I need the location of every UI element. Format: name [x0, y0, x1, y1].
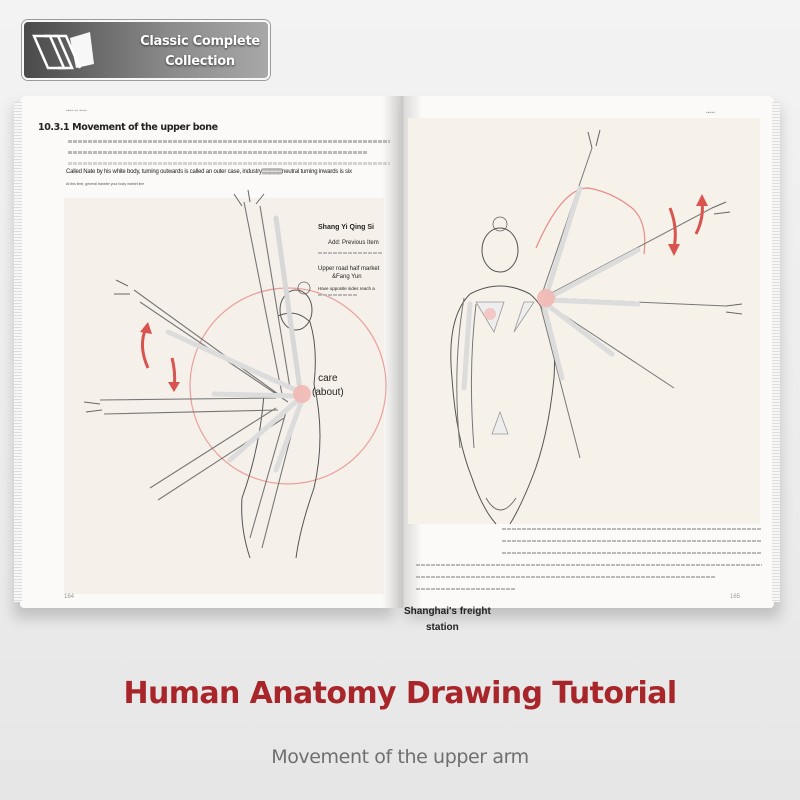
text-line-decor — [416, 588, 516, 590]
badge-line2: Collection — [165, 54, 235, 69]
freight-line1: Shanghai's freight — [404, 606, 491, 617]
collection-badge: Classic Complete Collection — [22, 20, 270, 80]
back-arm-motion-illustration — [450, 129, 743, 525]
books-icon — [32, 32, 94, 70]
overlay-text-line: Called Nate by his white body, turning o… — [66, 169, 352, 175]
section-title: 10.3.1 Movement of the upper bone — [38, 122, 218, 133]
care-line1: care — [318, 373, 338, 384]
care-line2: (about) — [312, 387, 344, 398]
text-line-decor — [68, 140, 390, 143]
main-title: Human Anatomy Drawing Tutorial — [123, 676, 677, 711]
label-fang-yun: &Fang Yun — [332, 274, 362, 280]
left-running-head-mark: ▪▪▪▪ ▪▪ ▪▪▪▪ — [66, 108, 87, 114]
text-line-decor — [502, 528, 762, 530]
right-page-number: 165 — [730, 594, 741, 600]
text-line-decor — [318, 252, 382, 254]
text-line-decor — [68, 151, 368, 154]
left-page-number: 164 — [64, 594, 75, 600]
left-arm-motion-illustration — [83, 189, 387, 559]
text-line-decor — [416, 564, 762, 566]
right-page-edge — [772, 102, 780, 602]
badge-text: Classic Complete Collection — [120, 32, 280, 72]
care-label: care (about) — [312, 372, 344, 400]
right-running-head-mark: ▪▪▪▪▪ — [706, 110, 715, 116]
text-line-decor — [318, 294, 358, 296]
subtitle: Movement of the upper arm — [271, 746, 529, 768]
left-page-edge — [14, 102, 22, 602]
label-previous-item: Add: Previous Item — [328, 240, 379, 246]
label-opposite-sides: Have opposite sides reach a — [318, 286, 375, 291]
small-caption: At this time, general transfer your body… — [66, 182, 145, 186]
freight-line2: station — [426, 622, 459, 633]
text-line-decor — [68, 162, 390, 165]
label-upper-road: Upper road half market — [318, 266, 380, 272]
badge-line1: Classic Complete — [140, 34, 260, 49]
text-line-decor — [416, 576, 716, 578]
freight-label: Shanghai's freight station — [404, 604, 491, 636]
text-line-decor — [502, 552, 762, 554]
text-line-decor — [502, 540, 762, 542]
open-book: ▪▪▪▪ ▪▪ ▪▪▪▪ 10.3.1 Movement of the uppe… — [14, 96, 782, 633]
label-shang-yi: Shang Yi Qing Si — [318, 224, 375, 231]
